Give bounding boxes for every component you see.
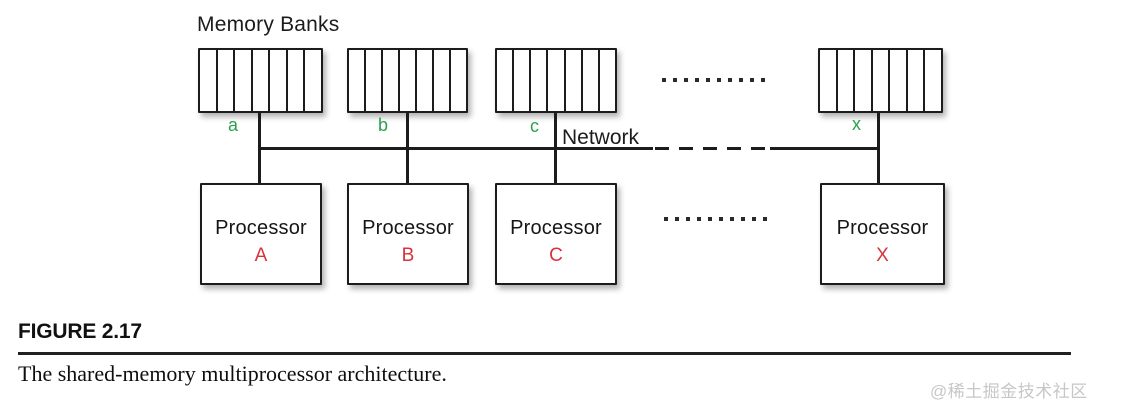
processors-ellipsis-dots (664, 217, 772, 221)
memory-cell (305, 50, 321, 111)
memory-cell (838, 50, 856, 111)
memory-banks-title: Memory Banks (197, 13, 340, 36)
memory-cell (925, 50, 941, 111)
memory-cell (566, 50, 583, 111)
memory-cell (548, 50, 566, 111)
memory-cell (270, 50, 288, 111)
bank-port-label-c: c (530, 116, 539, 136)
memory-cell (400, 50, 417, 111)
memory-cell (417, 50, 434, 111)
memory-banks-ellipsis-dots (662, 78, 770, 82)
memory-cell (288, 50, 306, 111)
memory-cell (514, 50, 532, 111)
memory-bank-a (198, 48, 323, 113)
memory-cell (820, 50, 838, 111)
network-bus-solid-left (259, 147, 653, 150)
processor-b-box: Processor B (347, 183, 469, 285)
processor-x-name: Processor (836, 217, 929, 239)
memory-cell (908, 50, 926, 111)
memory-cell (451, 50, 466, 111)
memory-cell (383, 50, 400, 111)
memory-cell (497, 50, 515, 111)
processor-a-box: Processor A (200, 183, 322, 285)
site-watermark: @稀土掘金技术社区 (930, 382, 1088, 401)
network-bus-solid-right (770, 147, 880, 150)
memory-cell (890, 50, 908, 111)
memory-cell (366, 50, 383, 111)
memory-cell (349, 50, 366, 111)
memory-cell (235, 50, 253, 111)
memory-cell (583, 50, 600, 111)
processor-c-name: Processor (510, 217, 602, 239)
processor-b-id: B (401, 245, 415, 266)
processor-a-name: Processor (215, 217, 307, 239)
processor-b-name: Processor (362, 217, 454, 239)
bank-port-label-a: a (228, 115, 239, 135)
memory-cell (218, 50, 236, 111)
processor-c-id: C (549, 245, 563, 266)
processor-x-box: Processor X (820, 183, 945, 285)
network-label: Network (562, 126, 640, 149)
caption-divider-rule (18, 352, 1071, 355)
network-bus-dashed-segment (655, 147, 770, 150)
processor-x-id: X (876, 245, 889, 266)
memory-cell (253, 50, 271, 111)
memory-bank-b (347, 48, 468, 113)
figure-number-label: FIGURE 2.17 (18, 320, 142, 343)
memory-bank-c (495, 48, 617, 113)
figure-caption-text: The shared-memory multiprocessor archite… (18, 361, 447, 386)
memory-cell (434, 50, 451, 111)
bank-port-label-b: b (378, 115, 389, 135)
memory-cell (531, 50, 549, 111)
processor-a-id: A (254, 245, 268, 266)
memory-cell (600, 50, 615, 111)
memory-cell (200, 50, 218, 111)
processor-c-box: Processor C (495, 183, 617, 285)
bank-port-label-x: x (852, 114, 861, 134)
memory-cell (855, 50, 873, 111)
memory-bank-x (818, 48, 943, 113)
memory-cell (873, 50, 891, 111)
